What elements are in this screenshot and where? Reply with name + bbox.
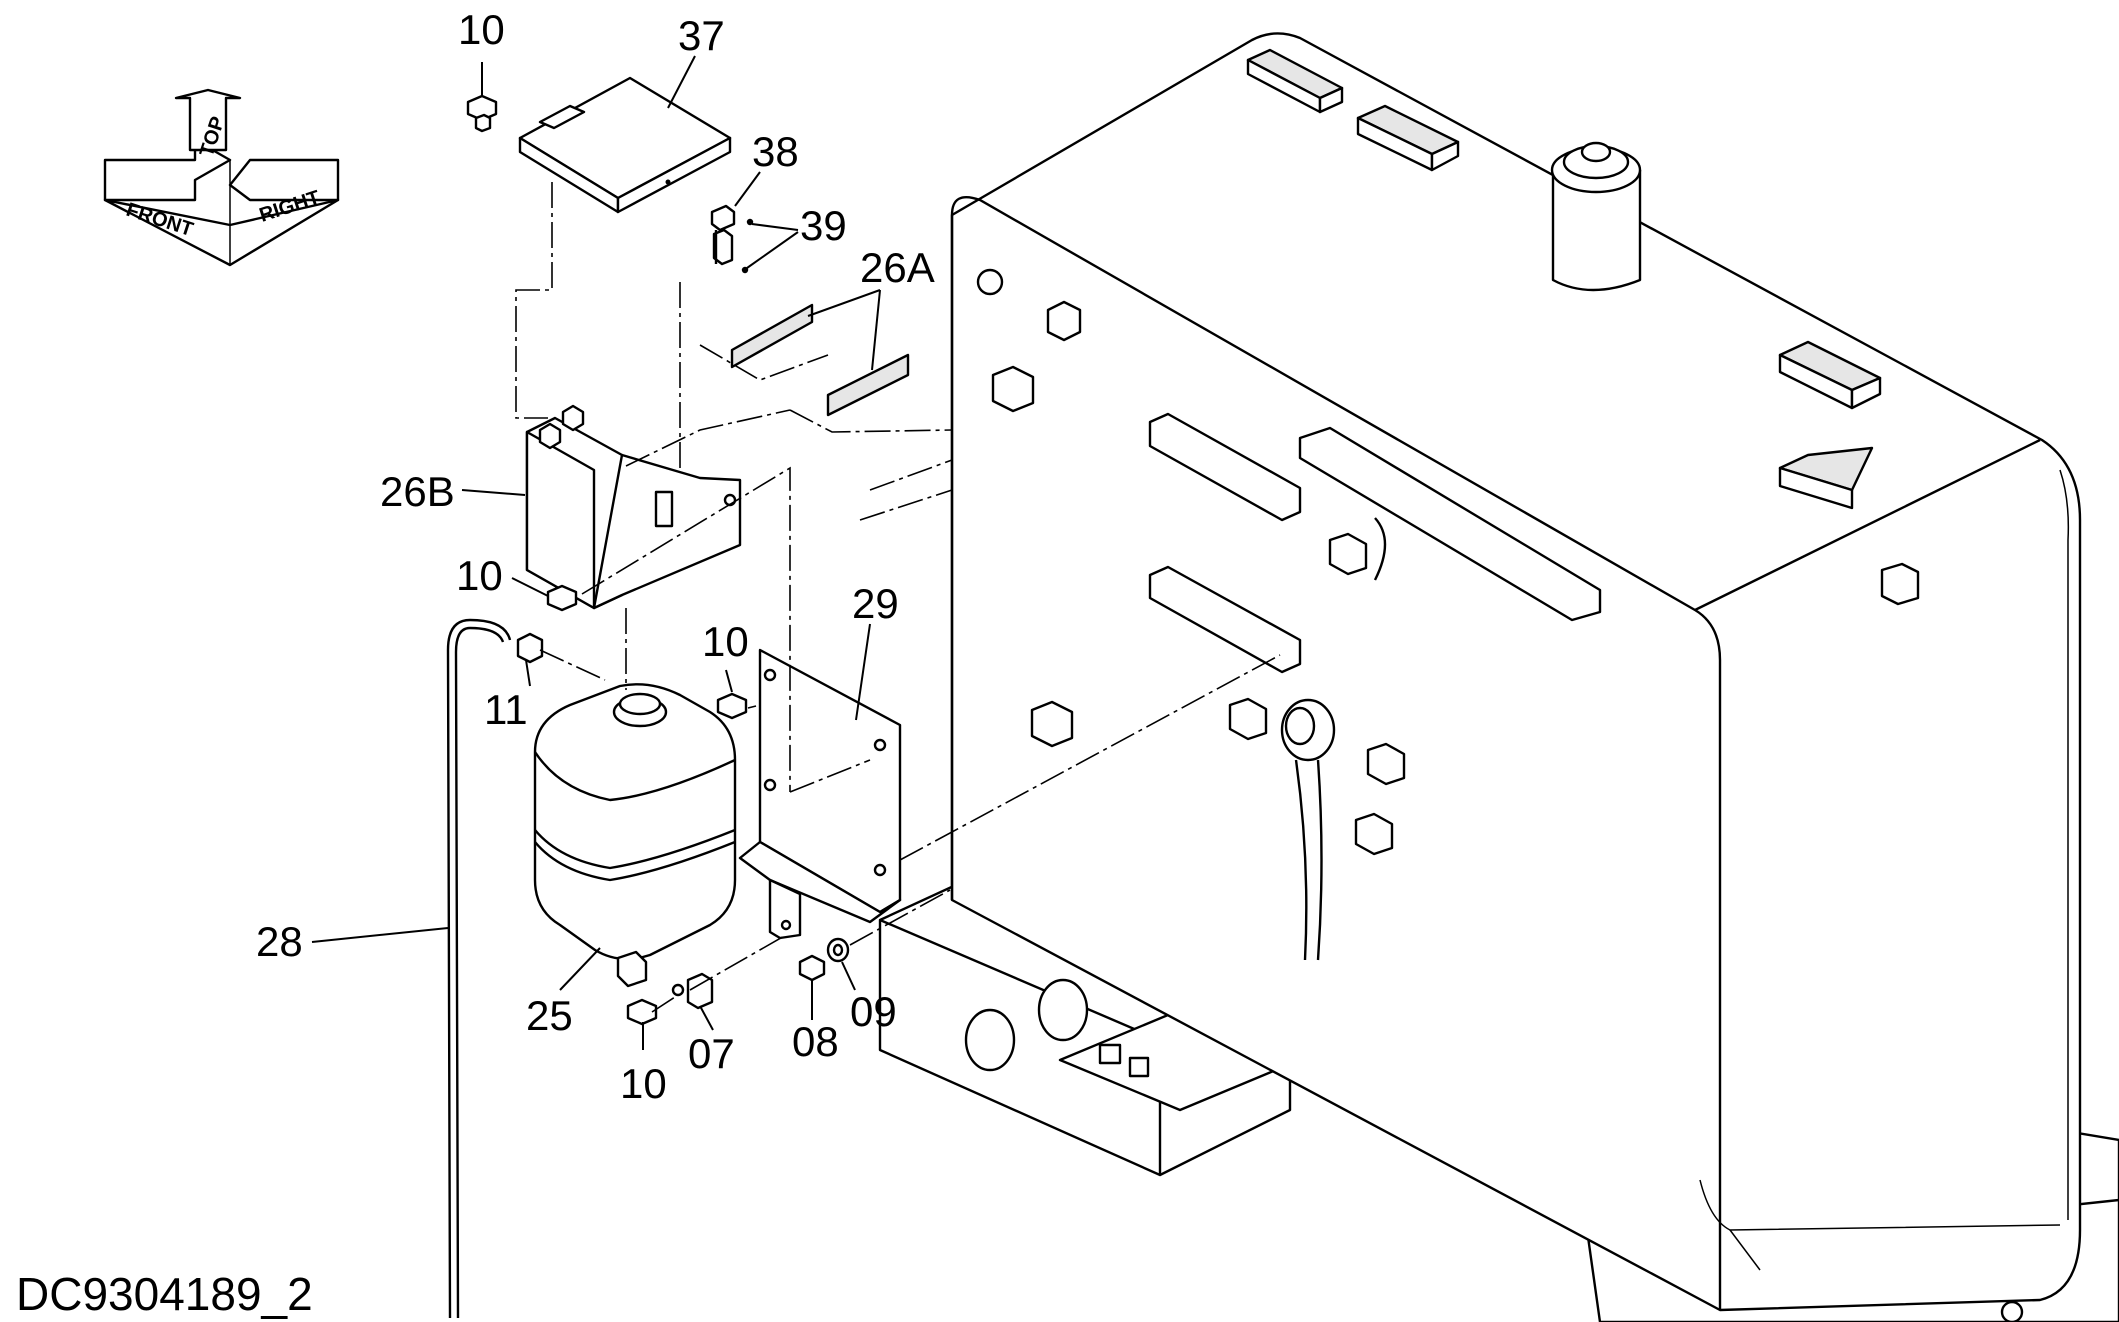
drawing-code: DC9304189_2 [16, 1268, 313, 1320]
hydraulic-tank [950, 32, 2082, 1312]
callout-26a: 26A [860, 244, 935, 291]
part-08-bolt [798, 954, 826, 982]
callout-25: 25 [526, 992, 573, 1039]
front-arrow-label: FRONT [123, 199, 195, 241]
callout-37: 37 [678, 12, 725, 59]
part-37-cover [518, 76, 732, 214]
callout-10-mid: 10 [702, 618, 749, 665]
callout-10-left: 10 [456, 552, 503, 599]
callout-26b: 26B [380, 468, 455, 515]
callout-29: 29 [852, 580, 899, 627]
part-29-bracket [738, 648, 902, 940]
part-07-clamp [671, 972, 714, 1010]
part-10-bolt-top [466, 94, 498, 133]
callout-09: 09 [850, 988, 897, 1035]
part-10-bolt-mid [716, 692, 748, 720]
callout-10-top: 10 [458, 6, 505, 53]
part-11-clip [516, 632, 544, 664]
callout-11: 11 [484, 686, 528, 733]
orientation-indicator: FRONT TOP RIGHT [103, 88, 340, 267]
part-28-tube [446, 618, 512, 1319]
part-10-bolt-bottom [626, 998, 658, 1026]
callout-38: 38 [752, 128, 799, 175]
callout-10-bottom: 10 [620, 1060, 667, 1107]
part-25-reservoir [533, 683, 737, 988]
callout-07: 07 [688, 1030, 735, 1077]
part-10-bolt-left [546, 584, 578, 612]
part-39-rivets [741, 218, 799, 274]
callout-28: 28 [256, 918, 303, 965]
leader-lines [311, 55, 881, 1050]
assembly-center-lines [515, 182, 1281, 1013]
callout-08: 08 [792, 1018, 839, 1065]
part-09-washer [826, 937, 850, 963]
part-26b-bracket [525, 404, 742, 610]
callout-labels: 10 37 38 39 26A 26B 10 29 10 11 28 25 10… [256, 6, 935, 1107]
part-26a-labels [730, 303, 910, 417]
callout-39: 39 [800, 202, 847, 249]
part-38-clip [710, 204, 736, 266]
